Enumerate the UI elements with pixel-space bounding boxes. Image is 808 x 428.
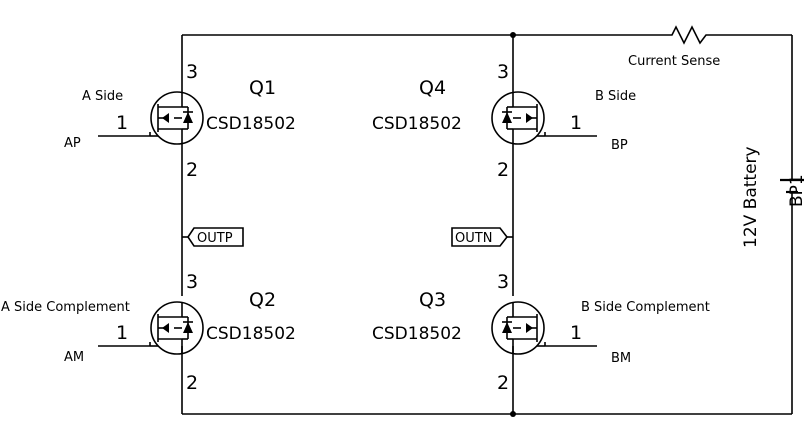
q3-gate-pin: 1 [570, 322, 582, 344]
q1-side-label: A Side [82, 89, 123, 104]
q3-part-number: CSD18502 [372, 324, 462, 344]
wires [98, 32, 793, 417]
q3-source-pin: 2 [497, 372, 509, 394]
transistor-q4: 3 2 1 Q4 CSD18502 B Side BP [372, 61, 636, 181]
outn-label: OUTN [455, 231, 492, 246]
outp-label: OUTP [197, 231, 233, 246]
battery-bp1: 12V Battery BP1 [741, 146, 807, 248]
q1-drain-pin: 3 [186, 61, 198, 83]
q4-source-pin: 2 [497, 159, 509, 181]
battery-ref: BP1 [787, 174, 807, 207]
transistor-q1: 3 2 1 Q1 CSD18502 A Side AP [64, 61, 296, 181]
current-sense-resistor: Current Sense [628, 25, 720, 69]
q1-source-pin: 2 [186, 159, 198, 181]
junction-dot-top [510, 32, 516, 38]
q2-side-label: A Side Complement [1, 300, 130, 315]
mosfet-symbol-q3 [491, 301, 546, 355]
q4-drain-pin: 3 [497, 61, 509, 83]
mosfet-symbol-q1 [149, 91, 204, 145]
resistor-zigzag [662, 25, 713, 45]
output-flag-outp: OUTP [182, 227, 244, 247]
q4-part-number: CSD18502 [372, 114, 462, 134]
q2-gate-pin: 1 [116, 322, 128, 344]
q3-drain-pin: 3 [497, 271, 509, 293]
mosfet-symbol-q4 [491, 91, 546, 145]
q2-source-pin: 2 [186, 372, 198, 394]
q2-drain-pin: 3 [186, 271, 198, 293]
current-sense-label: Current Sense [628, 54, 720, 69]
q2-ref: Q2 [249, 289, 276, 311]
q4-net-label: BP [611, 138, 628, 153]
transistor-q2: 3 2 1 Q2 CSD18502 A Side Complement AM [1, 271, 296, 394]
output-flag-outn: OUTN [451, 227, 513, 247]
q1-part-number: CSD18502 [206, 114, 296, 134]
q4-side-label: B Side [595, 89, 636, 104]
q1-ref: Q1 [249, 77, 276, 99]
junction-dot-bottom [510, 411, 516, 417]
transistor-q3: 3 2 1 Q3 CSD18502 B Side Complement BM [372, 271, 710, 394]
q3-side-label: B Side Complement [581, 300, 710, 315]
q1-net-label: AP [64, 136, 81, 151]
mosfet-symbol-q2 [149, 301, 204, 355]
q3-ref: Q3 [419, 289, 446, 311]
q3-net-label: BM [611, 351, 631, 366]
q4-gate-pin: 1 [570, 112, 582, 134]
outp-flag-shape [187, 227, 244, 247]
battery-label: 12V Battery [741, 146, 761, 248]
q1-gate-pin: 1 [116, 112, 128, 134]
q2-net-label: AM [64, 350, 84, 365]
q2-part-number: CSD18502 [206, 324, 296, 344]
q4-ref: Q4 [419, 77, 446, 99]
outn-flag-shape [451, 227, 509, 247]
